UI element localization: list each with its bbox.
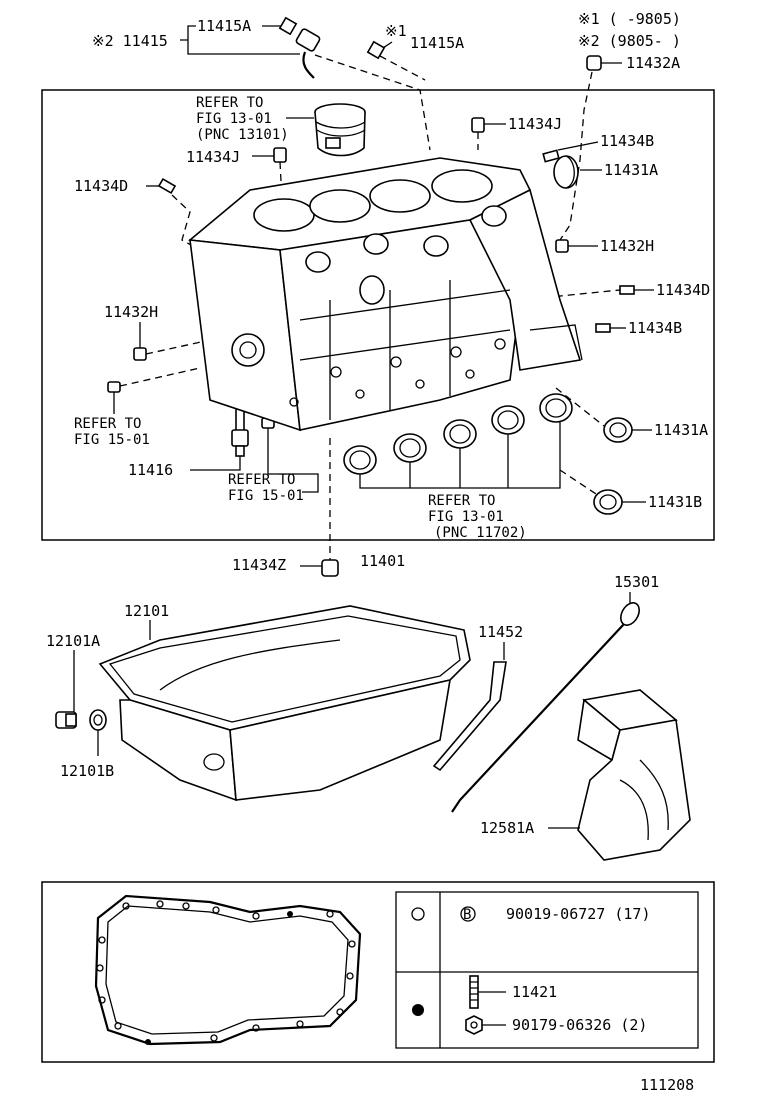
dash-refer-15-01-a <box>119 367 201 387</box>
cylinder-block-11401 <box>188 157 583 432</box>
oil-pan-gasket-outline <box>94 894 362 1046</box>
label-90179-06326: 90179-06326 (2) <box>512 1016 647 1034</box>
pin-11434B-b <box>595 323 611 333</box>
label-12101B: 12101B <box>60 762 114 780</box>
leader-11416 <box>190 456 241 471</box>
dash-11432H-b <box>145 339 211 355</box>
label-11434B-a: 11434B <box>600 132 654 150</box>
bearing-11431A-b <box>603 417 633 443</box>
insulator-12581A <box>577 689 691 861</box>
refer-bearing-3: (PNC 11702) <box>434 525 527 541</box>
label-11432H-a: 11432H <box>600 237 654 255</box>
refer-piston-2: FIG 13-01 <box>196 111 272 127</box>
bearing-11431B <box>593 489 623 515</box>
label-15301: 15301 <box>614 573 659 591</box>
label-11434B-b: 11434B <box>628 319 682 337</box>
pin-refer-15-01-a <box>107 381 121 393</box>
sensor-11415A <box>278 16 321 79</box>
plug-11432H-b <box>133 347 147 361</box>
pin-11434D-a <box>157 177 177 195</box>
bracket-11415 <box>180 25 300 55</box>
plug-11432H-a <box>555 239 569 253</box>
label-11421: 11421 <box>512 983 557 1001</box>
bolt-table <box>395 891 699 1049</box>
label-11431B: 11431B <box>648 493 702 511</box>
legend-note-2: ※2 (9805- ) <box>578 32 681 50</box>
drain-plug-12101A <box>55 711 77 729</box>
bearing-set <box>343 393 573 475</box>
label-11401: 11401 <box>360 552 405 570</box>
label-11434J-b: 11434J <box>508 115 562 133</box>
leader-11434B-a <box>557 141 599 151</box>
label-11434D-b: 11434D <box>656 281 710 299</box>
bolt-mark: B <box>463 907 471 923</box>
refer-15-01-a-2: FIG 15-01 <box>74 432 150 448</box>
label-11432H-b: 11432H <box>104 303 158 321</box>
refer-15-01-a-1: REFER TO <box>74 416 141 432</box>
legend-note-1: ※1 ( -9805) <box>578 10 681 28</box>
pin-11434D-b <box>619 285 635 295</box>
label-11415: ※2 11415 <box>92 32 168 50</box>
bolt-90019-icon: B <box>460 906 476 923</box>
dash-11431A-b <box>555 387 605 427</box>
label-11415A-b-mark: ※1 <box>385 22 407 40</box>
pin-11434J-b <box>471 117 485 133</box>
refer-piston-1: REFER TO <box>196 95 263 111</box>
label-12581A: 12581A <box>480 819 534 837</box>
label-11431A-b: 11431A <box>654 421 708 439</box>
label-11415A-b: 11415A <box>410 34 464 52</box>
leader-refer-15-01-b <box>267 428 319 493</box>
label-90019-06727: 90019-06727 (17) <box>506 905 651 923</box>
oil-jet-11416 <box>231 395 249 457</box>
dash-11415A-block <box>379 55 426 81</box>
label-11416: 11416 <box>128 461 173 479</box>
plug-11432A <box>586 55 602 71</box>
label-11452: 11452 <box>478 623 523 641</box>
diagram-number: 111208 <box>640 1076 694 1094</box>
stud-11421-icon <box>469 975 479 1009</box>
pin-11434B-a <box>542 149 560 163</box>
refer-15-01-b-1: REFER TO <box>228 472 295 488</box>
nut-90179-icon <box>465 1015 483 1035</box>
refer-bearing-1: REFER TO <box>428 493 495 509</box>
label-11434J-a: 11434J <box>186 148 240 166</box>
oil-pan-12101 <box>98 605 471 802</box>
leader-bearings <box>359 422 561 489</box>
dash-11434J-a <box>279 161 283 201</box>
dash-11431B <box>559 469 597 495</box>
label-12101: 12101 <box>124 602 169 620</box>
cylinder-block-frame <box>41 89 715 541</box>
label-11431A-a: 11431A <box>604 161 658 179</box>
dipstick-guide-11452 <box>432 661 507 772</box>
refer-piston-3: (PNC 13101) <box>196 127 289 143</box>
pin-11434J-a <box>273 147 287 163</box>
refer-15-01-b-2: FIG 15-01 <box>228 488 304 504</box>
bottom-frame <box>41 881 715 1063</box>
label-12101A: 12101A <box>46 632 100 650</box>
pin-11434Z <box>321 559 339 577</box>
label-11415A-a: 11415A <box>197 17 251 35</box>
piston <box>314 103 366 157</box>
gasket-12101B <box>89 709 107 731</box>
dipstick-15301 <box>451 602 640 813</box>
label-11432A: 11432A <box>626 54 680 72</box>
refer-bearing-2: FIG 13-01 <box>428 509 504 525</box>
label-11434Z: 11434Z <box>232 556 286 574</box>
label-11434D-a: 11434D <box>74 177 128 195</box>
plug-11415A <box>366 40 386 60</box>
dash-11432A <box>559 71 593 241</box>
bearing-11431A-a <box>553 155 579 189</box>
